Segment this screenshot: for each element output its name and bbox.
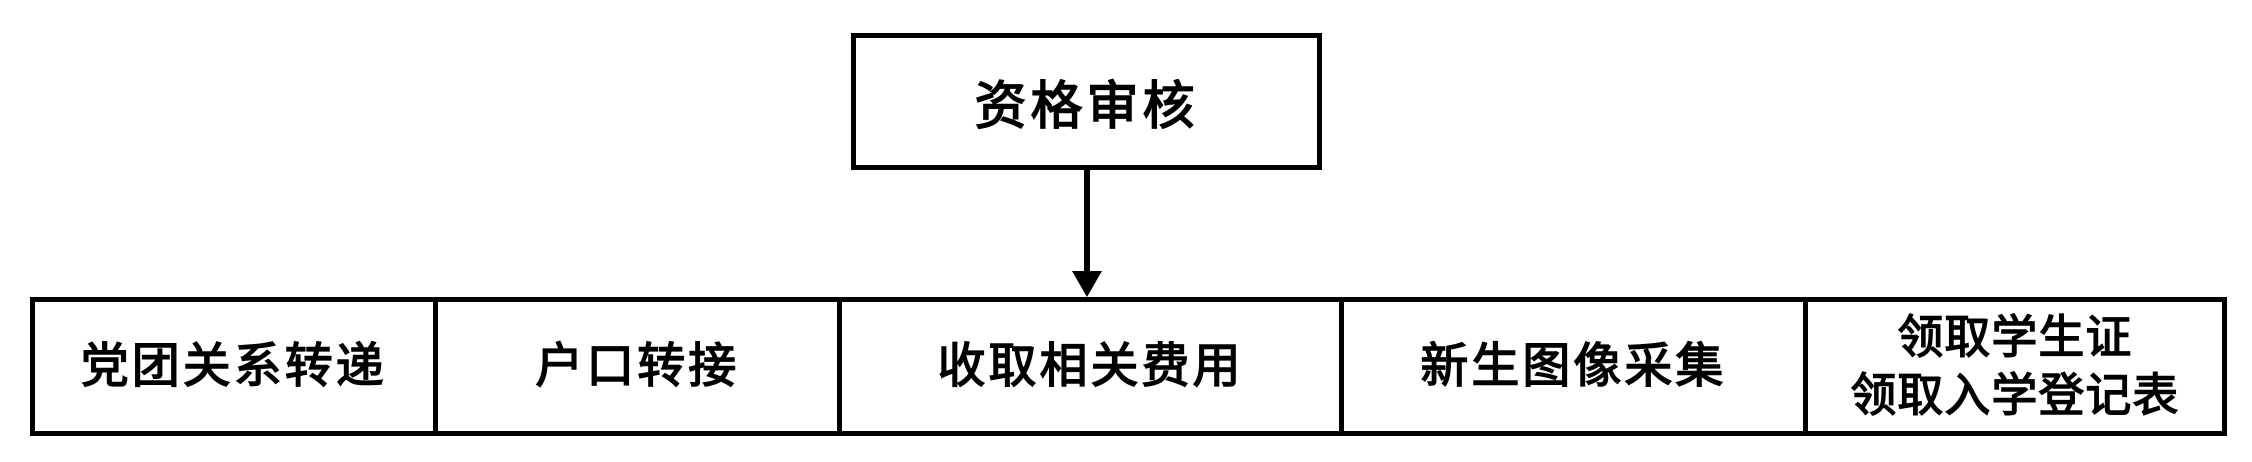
- flow-cell-party-league-transfer: 党团关系转递: [35, 302, 433, 431]
- down-arrow-line: [1084, 168, 1090, 272]
- flow-cell-label: 收取相关费用: [937, 339, 1244, 393]
- flow-cell-label: 党团关系转递: [80, 339, 387, 393]
- flow-box-qualification-review: 资格审核: [851, 33, 1322, 170]
- flow-cell-fee-collection: 收取相关费用: [836, 302, 1339, 431]
- flow-cell-label: 领取学生证 领取入学登记表: [1850, 311, 2180, 421]
- flow-step-row: 党团关系转递 户口转接 收取相关费用 新生图像采集 领取学生证 领取入学登记表: [30, 297, 2227, 436]
- flow-cell-collect-student-id-and-registration-form: 领取学生证 领取入学登记表: [1802, 302, 2222, 431]
- flow-box-label: 资格审核: [974, 78, 1199, 136]
- flow-cell-label: 新生图像采集: [1420, 339, 1727, 393]
- flow-cell-label: 户口转接: [535, 339, 740, 393]
- flow-cell-household-registration-transfer: 户口转接: [432, 302, 837, 431]
- down-arrow-head-icon: [1072, 271, 1102, 297]
- flow-cell-new-student-image-capture: 新生图像采集: [1339, 302, 1803, 431]
